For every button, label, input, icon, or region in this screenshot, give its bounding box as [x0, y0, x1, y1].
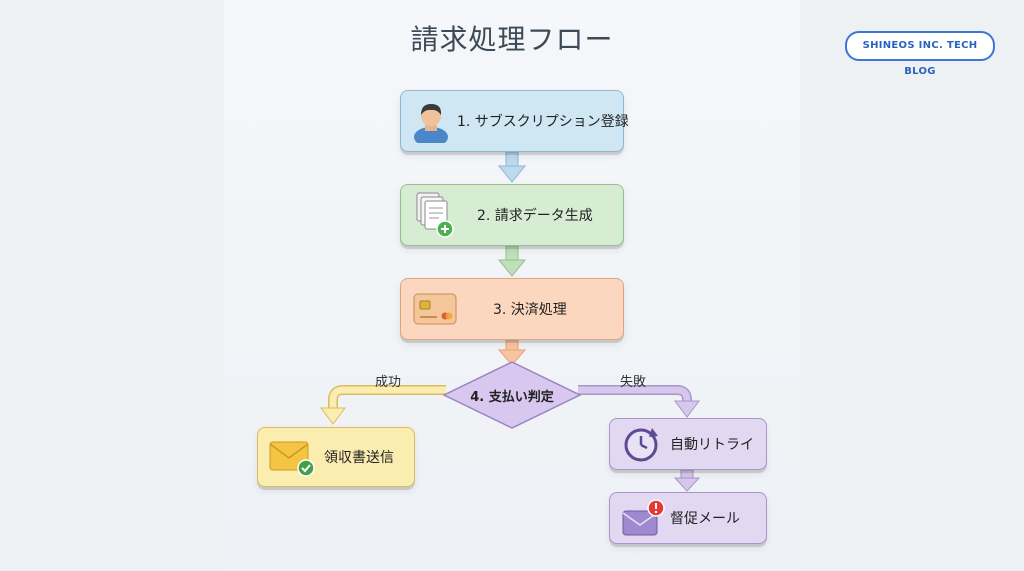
credit-card-icon [413, 293, 457, 325]
step-invoice: 2. 請求データ生成 [400, 184, 624, 246]
step-invoice-label: 2. 請求データ生成 [477, 208, 593, 224]
failure-label: 失敗 [620, 375, 647, 390]
step-receipt-label: 領収書送信 [324, 450, 394, 466]
arrow-retry-reminder [673, 469, 701, 492]
step-payment-label: 3. 決済処理 [493, 302, 567, 318]
arrow-success [320, 385, 446, 425]
step-retry: 自動リトライ [609, 418, 767, 470]
step-reminder: 督促メール [609, 492, 767, 544]
envelope-check-icon [269, 441, 315, 477]
blog-badge: SHINEOS INC. TECH BLOG [845, 31, 995, 77]
documents-icon [416, 192, 454, 238]
page-title: 請求処理フロー [410, 23, 614, 56]
step-payment: 3. 決済処理 [400, 278, 624, 340]
step-subscription-label: 1. サブスクリプション登録 [457, 114, 629, 130]
step-receipt: 領収書送信 [257, 427, 415, 487]
step-subscription: 1. サブスクリプション登録 [400, 90, 629, 152]
arrow-2-3 [497, 245, 527, 277]
success-label: 成功 [375, 375, 402, 390]
envelope-alert-icon [622, 499, 665, 536]
clock-retry-icon [624, 428, 658, 462]
arrow-failure [578, 385, 700, 418]
step-reminder-label: 督促メール [670, 511, 740, 527]
decision-diamond [442, 361, 582, 429]
arrow-1-2 [497, 151, 527, 183]
step-retry-label: 自動リトライ [670, 437, 754, 453]
user-icon [414, 104, 448, 143]
decision-label: 4. 支払い判定 [470, 390, 554, 405]
arrow-3-4 [497, 339, 527, 366]
